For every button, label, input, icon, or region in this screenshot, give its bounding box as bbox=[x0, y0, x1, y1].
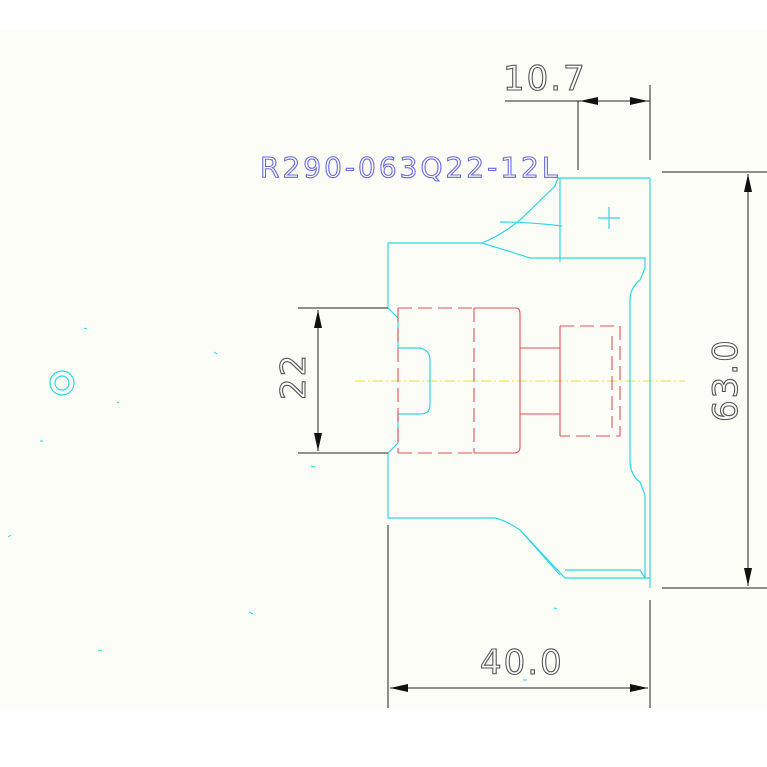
dim-bore-text: 22 bbox=[274, 353, 314, 400]
dim-diameter bbox=[662, 171, 767, 589]
dim-top-offset bbox=[505, 85, 651, 170]
drawing-specks bbox=[7, 327, 558, 681]
dim-top-offset-text: 10.7 bbox=[503, 59, 587, 99]
dim-diameter-text: 63.0 bbox=[706, 338, 746, 422]
target-symbol bbox=[49, 370, 75, 396]
dim-length-text: 40.0 bbox=[480, 643, 564, 683]
drawing-sheet bbox=[0, 30, 767, 710]
hidden-bore-lines bbox=[397, 307, 621, 454]
dim-length bbox=[387, 525, 651, 708]
part-outline bbox=[387, 177, 651, 588]
part-label: R290-063Q22-12L bbox=[260, 151, 560, 184]
dim-bore bbox=[298, 307, 388, 454]
